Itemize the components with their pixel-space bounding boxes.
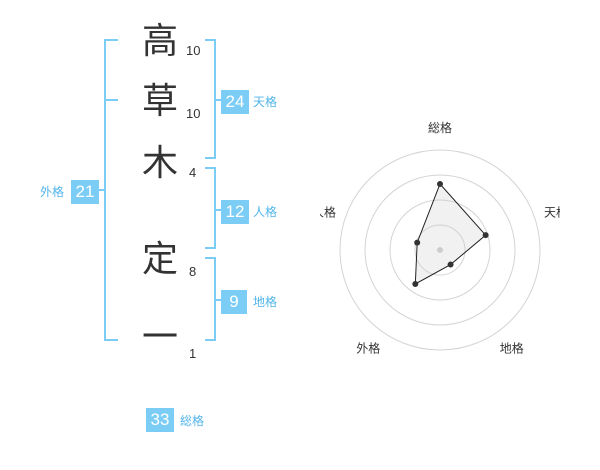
chikaku-value: 9 bbox=[221, 290, 247, 314]
radar-axis-label-2: 天格 bbox=[544, 204, 560, 219]
name-char-2: 草 bbox=[141, 81, 178, 122]
stroke-count-5: 1 bbox=[189, 346, 197, 361]
soukaku-value: 33 bbox=[146, 408, 174, 432]
name-char-4: 定 bbox=[141, 239, 178, 280]
radar-point-4 bbox=[412, 280, 419, 287]
name-char-1: 高 bbox=[141, 21, 178, 62]
radar-point-2 bbox=[482, 232, 489, 239]
gaikaku-label: 外格 bbox=[40, 185, 65, 199]
radar-axis-label-5: 人格 bbox=[320, 204, 336, 219]
radar-axis-label-3: 地格 bbox=[500, 341, 524, 356]
radar-ring bbox=[364, 174, 516, 326]
chikaku-bracket bbox=[205, 257, 216, 341]
jinkaku-label: 人格 bbox=[253, 205, 278, 219]
jinkaku-bracket bbox=[205, 167, 216, 249]
stroke-count-1: 10 bbox=[186, 43, 201, 58]
radar-axis-label-1: 総格 bbox=[428, 120, 452, 135]
gaikaku-bracket bbox=[104, 39, 118, 341]
radar-point-5 bbox=[414, 239, 421, 246]
radar-axis-label-4: 外格 bbox=[356, 341, 380, 356]
radar-center bbox=[437, 247, 443, 253]
stroke-count-4: 8 bbox=[189, 264, 197, 279]
tenkaku-bracket bbox=[205, 39, 216, 159]
name-char-3: 木 bbox=[141, 143, 178, 184]
radar-point-1 bbox=[437, 181, 443, 187]
soukaku-label: 総格 bbox=[180, 414, 205, 428]
stroke-count-3: 4 bbox=[189, 165, 197, 180]
stroke-count-2: 10 bbox=[186, 106, 201, 121]
tenkaku-value: 24 bbox=[221, 90, 249, 114]
tenkaku-label: 天格 bbox=[253, 95, 278, 109]
chikaku-label: 地格 bbox=[253, 295, 278, 309]
jinkaku-value: 12 bbox=[221, 200, 249, 224]
radar-ring bbox=[414, 224, 466, 276]
radar-point-3 bbox=[447, 261, 454, 268]
fortune-radar-chart: 総格天格地格 外格 人格 bbox=[320, 120, 560, 356]
name-char-5: 一 bbox=[141, 317, 178, 358]
gaikaku-value: 21 bbox=[71, 180, 99, 204]
radar-ring bbox=[339, 149, 541, 351]
radar-series-polygon bbox=[414, 183, 487, 285]
radar-ring bbox=[389, 199, 491, 301]
